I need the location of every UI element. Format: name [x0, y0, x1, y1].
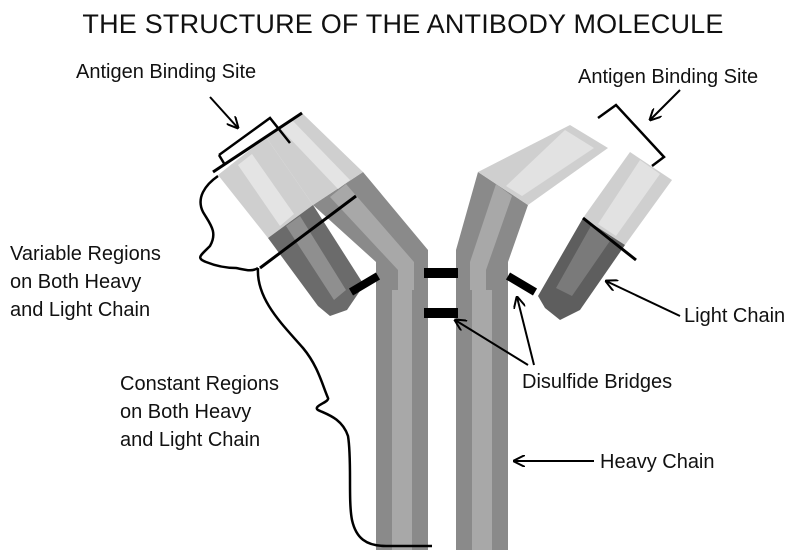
arrow-light-chain [606, 281, 680, 316]
variable-regions-line-3: and Light Chain [10, 296, 161, 324]
diagram-title: THE STRUCTURE OF THE ANTIBODY MOLECULE [0, 8, 806, 40]
constant-regions-line-2: on Both Heavy [120, 398, 279, 426]
constant-regions-label: Constant Regions on Both Heavy and Light… [120, 370, 279, 454]
arrow-disulfide-2 [517, 297, 534, 365]
antigen-binding-site-label-right: Antigen Binding Site [578, 65, 758, 89]
arrow-antigen-left [210, 97, 238, 128]
variable-regions-line-1: Variable Regions [10, 240, 161, 268]
variable-regions-label: Variable Regions on Both Heavy and Light… [10, 240, 161, 324]
heavy-chain-label: Heavy Chain [600, 450, 715, 474]
heavy-chain-stem-left [376, 280, 428, 550]
constant-regions-line-3: and Light Chain [120, 426, 279, 454]
disulfide-bridges-label: Disulfide Bridges [522, 370, 672, 394]
constant-regions-line-1: Constant Regions [120, 370, 279, 398]
light-chain-label: Light Chain [684, 304, 785, 328]
antigen-binding-site-label-left: Antigen Binding Site [76, 60, 256, 84]
heavy-chain-stem-right [456, 280, 508, 550]
variable-regions-line-2: on Both Heavy [10, 268, 161, 296]
arrow-antigen-right [650, 90, 680, 120]
